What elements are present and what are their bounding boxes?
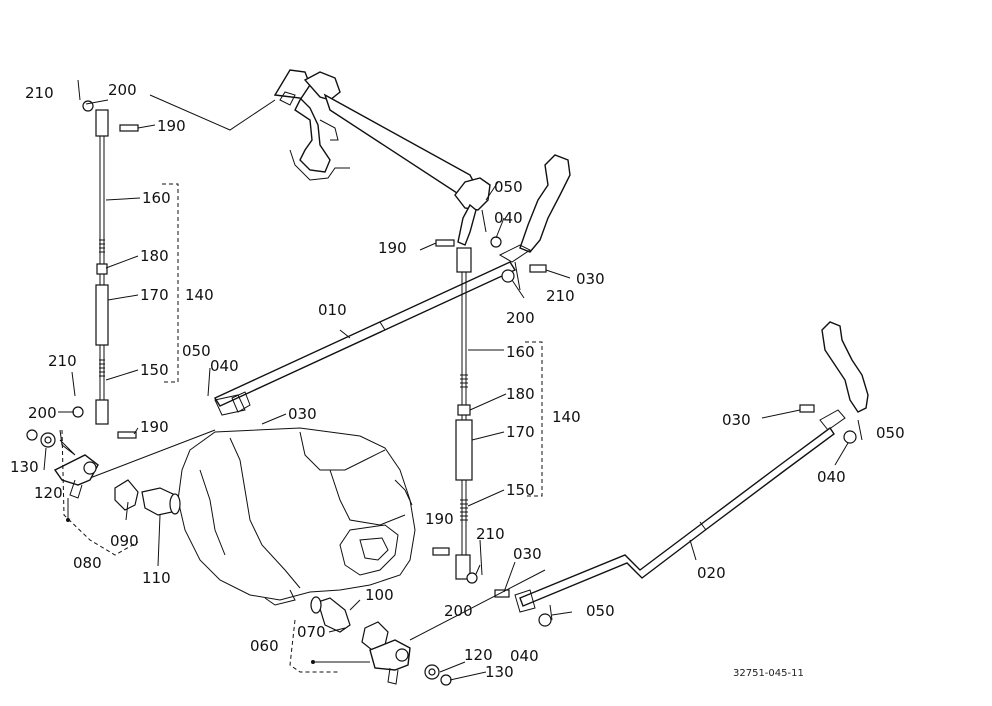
centre-rod-assembly xyxy=(432,209,547,584)
left-lever-assembly xyxy=(26,429,181,556)
label-190-lower-centre: 190 xyxy=(425,510,454,528)
label-090: 090 xyxy=(110,532,139,550)
label-210-centre: 210 xyxy=(546,287,575,305)
label-160-centre: 160 xyxy=(506,343,535,361)
centre-lever-assembly xyxy=(289,569,546,686)
drawing-reference: 32751-045-11 xyxy=(733,668,804,679)
label-040-right: 040 xyxy=(817,468,846,486)
label-140-centre: 140 xyxy=(552,408,581,426)
label-070: 070 xyxy=(297,623,326,641)
label-020: 020 xyxy=(697,564,726,582)
right-arm xyxy=(819,321,869,431)
label-120-bottom: 120 xyxy=(464,646,493,664)
label-180-left: 180 xyxy=(140,247,169,265)
label-050-mid: 050 xyxy=(182,342,211,360)
label-200-mid-left: 200 xyxy=(28,404,57,422)
label-130-left: 130 xyxy=(10,458,39,476)
label-140-left: 140 xyxy=(185,286,214,304)
part-labels: 210 200 190 160 180 170 140 150 210 200 … xyxy=(10,81,905,681)
label-120-left: 120 xyxy=(34,484,63,502)
lower-rod-020 xyxy=(494,404,863,627)
label-030-right: 030 xyxy=(722,411,751,429)
label-040-top-centre: 040 xyxy=(494,209,523,227)
label-050-top-centre: 050 xyxy=(494,178,523,196)
label-210-top-left: 210 xyxy=(25,84,54,102)
label-030-lower-centre: 030 xyxy=(513,545,542,563)
bracket-140-centre xyxy=(525,341,543,497)
bracket-140-left xyxy=(162,183,179,383)
transmission-case xyxy=(177,427,416,606)
left-rod-assembly xyxy=(71,79,139,439)
label-160-left: 160 xyxy=(142,189,171,207)
label-190-centre: 190 xyxy=(378,239,407,257)
label-190-mid-left: 190 xyxy=(140,418,169,436)
label-200-lower-centre: 200 xyxy=(444,602,473,620)
label-200-top-left: 200 xyxy=(108,81,137,99)
pedal-assembly xyxy=(149,69,571,263)
label-170-centre: 170 xyxy=(506,423,535,441)
label-040-mid: 040 xyxy=(210,357,239,375)
label-110: 110 xyxy=(142,569,171,587)
label-010: 010 xyxy=(318,301,347,319)
label-180-centre: 180 xyxy=(506,385,535,403)
label-170-left: 170 xyxy=(140,286,169,304)
label-030-top-right: 030 xyxy=(576,270,605,288)
label-080: 080 xyxy=(73,554,102,572)
leader-lines xyxy=(43,99,849,681)
label-050-right: 050 xyxy=(876,424,905,442)
label-200-centre: 200 xyxy=(506,309,535,327)
label-190-top-left: 190 xyxy=(157,117,186,135)
label-040-lower: 040 xyxy=(510,647,539,665)
label-050-lower: 050 xyxy=(586,602,615,620)
label-210-lower-centre: 210 xyxy=(476,525,505,543)
label-150-left: 150 xyxy=(140,361,169,379)
label-060: 060 xyxy=(250,637,279,655)
label-100: 100 xyxy=(365,586,394,604)
label-130-bottom: 130 xyxy=(485,663,514,681)
label-210-mid-left: 210 xyxy=(48,352,77,370)
label-030-mid: 030 xyxy=(288,405,317,423)
cross-rod-010 xyxy=(59,261,517,479)
label-150-centre: 150 xyxy=(506,481,535,499)
